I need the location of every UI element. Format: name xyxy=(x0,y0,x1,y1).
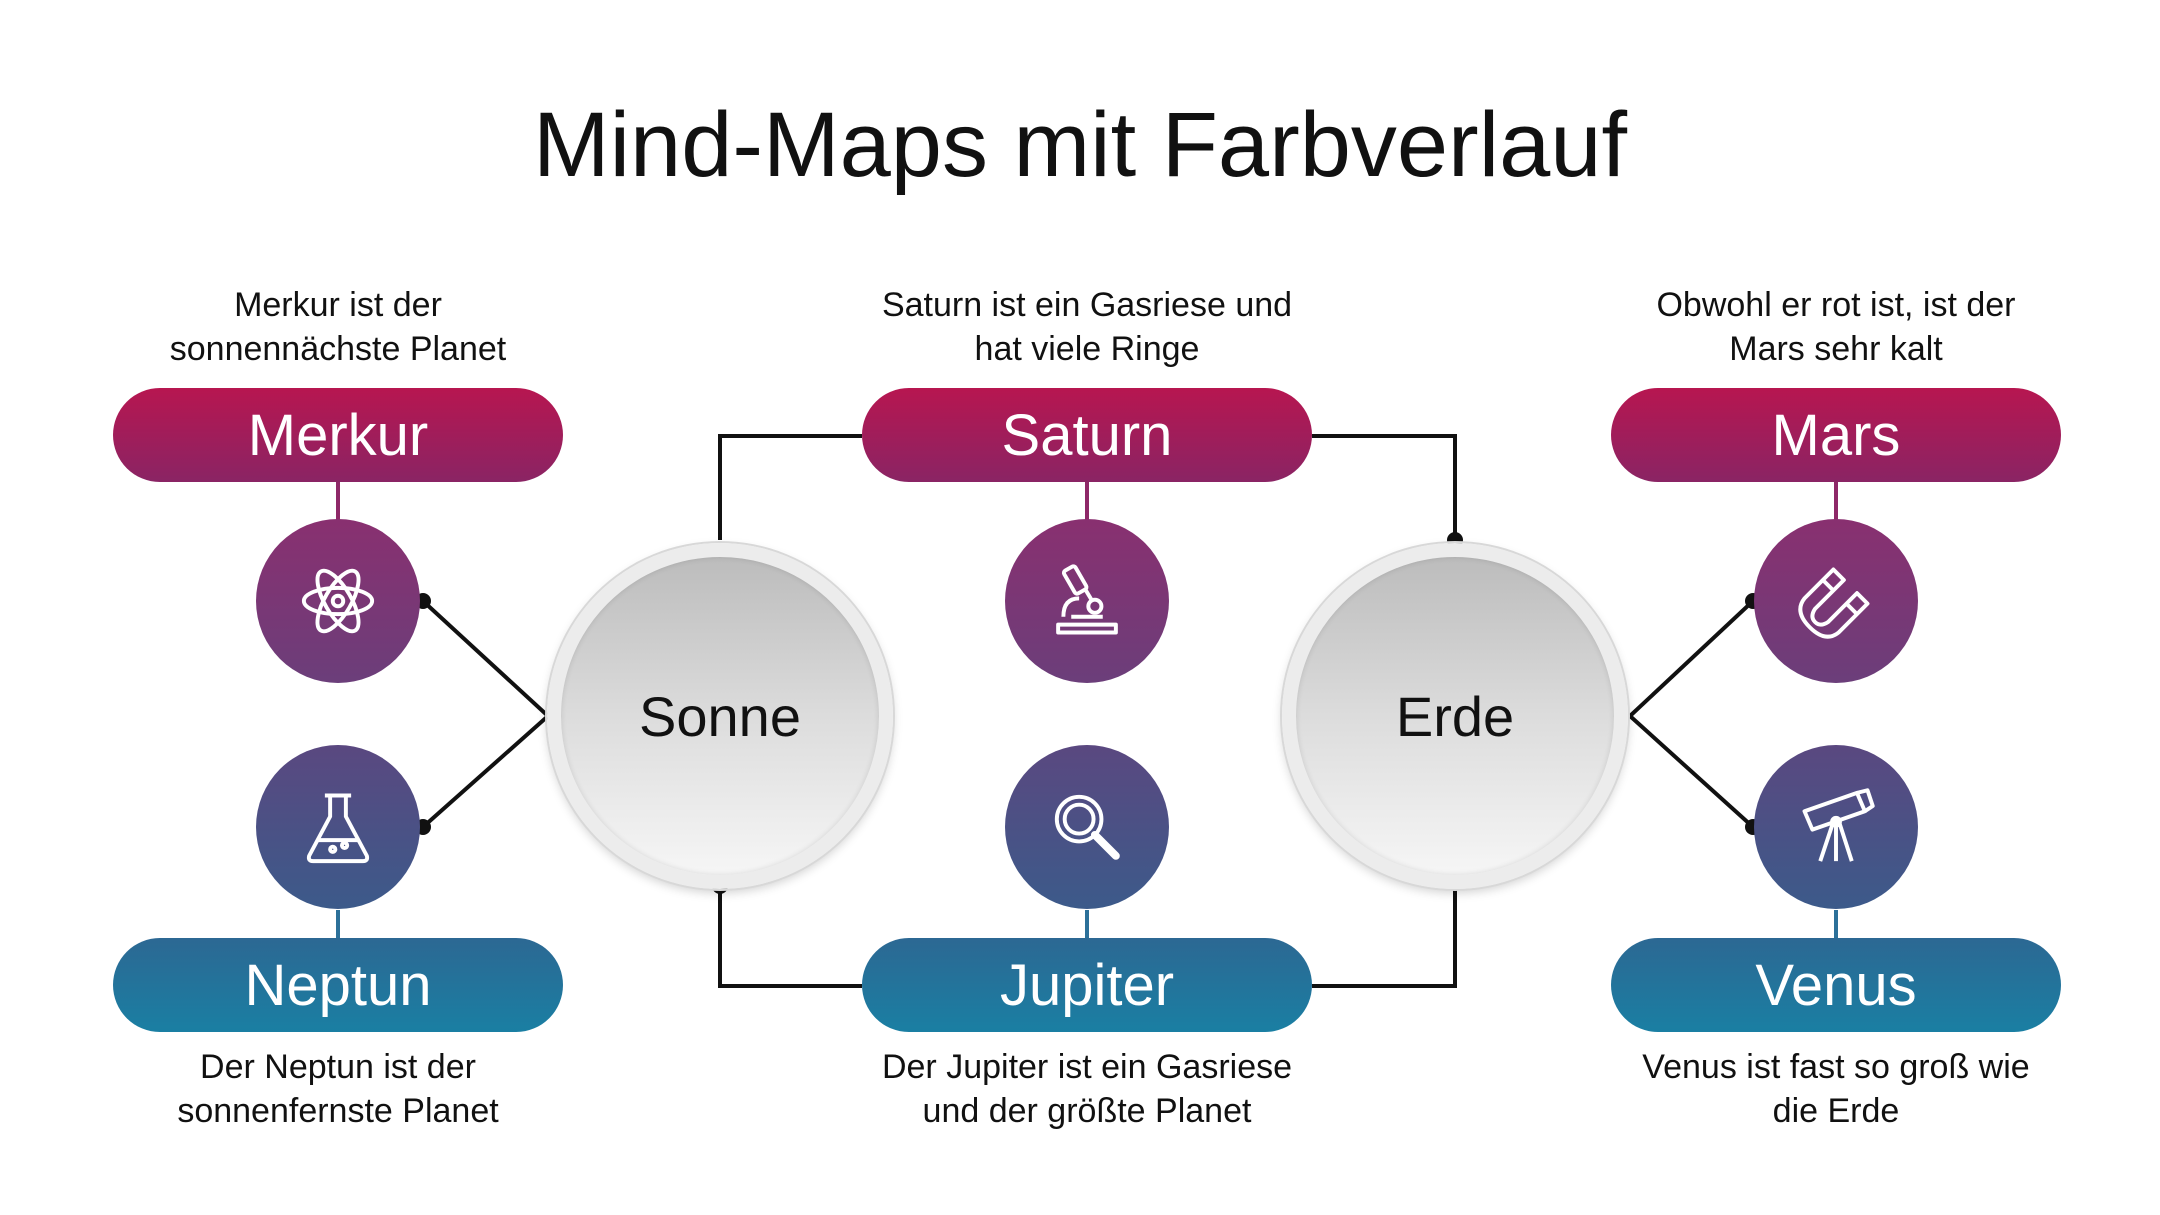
saturn-icon-circle xyxy=(1005,519,1169,683)
page-title: Mind-Maps mit Farbverlauf xyxy=(532,94,1628,196)
flask-icon xyxy=(306,793,370,864)
sun-hub: Sonne xyxy=(547,543,893,889)
earth-hub: Erde xyxy=(1282,543,1628,889)
microscope-icon xyxy=(1056,564,1118,635)
magnet-icon xyxy=(1798,567,1870,639)
jupiter-description: Der Jupiter ist ein Gasriese und der grö… xyxy=(881,1048,1293,1130)
mars-label: Mars xyxy=(1611,388,2061,482)
mercury-description: Merkur ist der sonnennächste Planet xyxy=(169,286,507,368)
jupiter-label: Jupiter xyxy=(862,938,1312,1032)
magnifier-icon xyxy=(1054,794,1120,860)
saturn-label: Saturn xyxy=(862,388,1312,482)
telescope-icon xyxy=(1802,788,1875,862)
neptune-label: Neptun xyxy=(113,938,563,1032)
atom-icon xyxy=(301,568,375,634)
venus-label: Venus xyxy=(1611,938,2061,1032)
saturn-description: Saturn ist ein Gasriese und hat viele Ri… xyxy=(881,286,1293,368)
venus-icon-circle xyxy=(1754,745,1918,909)
neptune-description: Der Neptun ist der sonnenfernste Planet xyxy=(177,1048,499,1130)
mercury-label: Merkur xyxy=(113,388,563,482)
venus-description: Venus ist fast so groß wie die Erde xyxy=(1642,1048,2030,1130)
mercury-icon-circle xyxy=(256,519,420,683)
mars-icon-circle xyxy=(1754,519,1918,683)
neptune-icon-circle xyxy=(256,745,420,909)
jupiter-icon-circle xyxy=(1005,745,1169,909)
mars-description: Obwohl er rot ist, ist der Mars sehr kal… xyxy=(1656,286,2016,368)
